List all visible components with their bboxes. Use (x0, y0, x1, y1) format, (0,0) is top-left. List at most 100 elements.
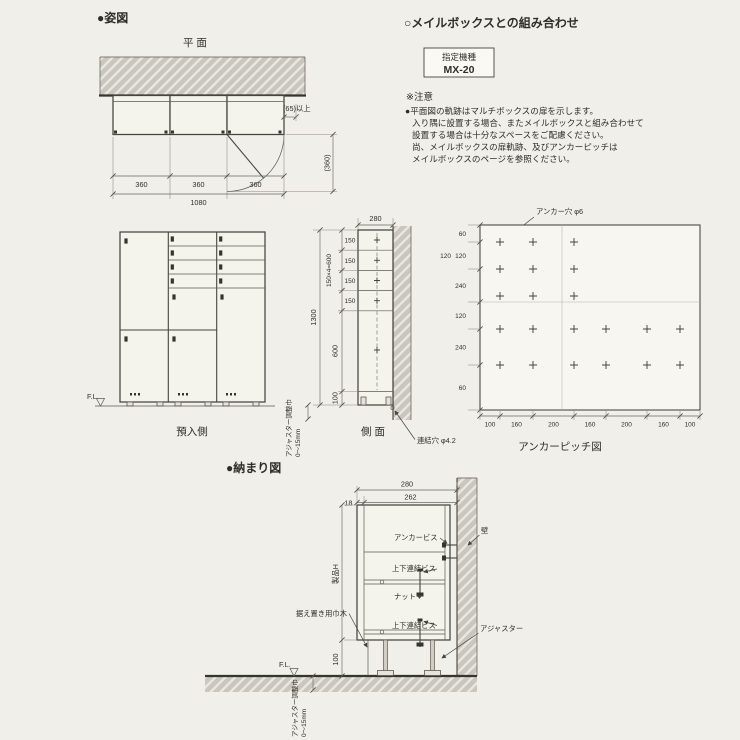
detail-front-dim: 18 (344, 499, 352, 508)
detail-depth-dim: 280 (401, 480, 413, 489)
plan-dim-360-2: 360 (192, 180, 204, 189)
plan-extension-lines (112, 137, 285, 199)
plan-unit-2 (169, 94, 228, 136)
note-line: 設置する場合は十分なスペースをご配慮ください。 (412, 129, 609, 140)
mailbox-rows (168, 245, 265, 289)
adjuster-foot (377, 670, 394, 676)
anchor-bottom-dim: 200 (548, 422, 559, 429)
anchor-left-dim: 60 (459, 231, 467, 238)
plan-wall-hatch (100, 57, 305, 95)
plan-dim-1080: 1080 (190, 198, 206, 207)
adjuster-rod (383, 639, 388, 672)
anchor-screw-label: アンカービス (394, 533, 438, 542)
detail-inner-dim: 262 (404, 493, 416, 502)
anchor-bottom-dim: 160 (658, 422, 669, 429)
side-height-dim: 1300 (309, 309, 318, 325)
detail-adjuster-label-2: 0〜15mm (301, 709, 308, 737)
side-row-dim: 150 (345, 278, 356, 285)
side-rows-note: 150×4=600 (326, 254, 333, 287)
plan-door-swing-dim: (360) (323, 154, 332, 171)
connection-hole-label: 連結穴 φ4.2 (417, 436, 456, 445)
detail-wall-hatch (457, 478, 477, 676)
installation-detail: ●納まり図 (205, 460, 523, 737)
side-row-dim: 150 (345, 298, 356, 305)
anchor-caption: アンカーピッチ図 (518, 441, 602, 453)
elevation-fl-label: F.L. (87, 392, 99, 401)
anchor-bottom-dim: 200 (621, 422, 632, 429)
side-adjuster-label-2: 0〜15mm (295, 429, 302, 457)
base-skirt-label: 据え置き用巾木 (296, 609, 348, 618)
side-row-dim: 150 (345, 238, 356, 245)
door-open-line (226, 134, 265, 179)
elevation-caption: 預入側 (176, 425, 208, 438)
side-extension-lines (313, 229, 357, 406)
anchor-bottom-dim: 160 (511, 422, 522, 429)
anchor-screws (442, 542, 457, 561)
notes-title: ※注意 (406, 91, 433, 103)
elevation-cabinet (119, 231, 266, 403)
side-adjuster-label-1: アジャスター調整巾 (284, 399, 293, 457)
nut-label: ナット (394, 592, 416, 601)
model-spec-box: 指定機種 MX-20 (423, 47, 495, 78)
plan-unit-3 (226, 94, 285, 136)
anchor-left-dim: 120 (455, 253, 466, 260)
detail-fl-label: F.L. (279, 660, 291, 669)
nut-icon (416, 592, 424, 597)
anchor-bottom-ext (479, 410, 701, 420)
note-line: 尚、メイルボックスの扉軌跡、及びアンカーピッチは (412, 141, 618, 152)
plan-unit-1 (112, 94, 171, 136)
detail-floor-hatch (205, 676, 477, 692)
side-wall-hatch (393, 226, 411, 420)
note-line: メイルボックスのページを参照ください。 (412, 153, 575, 164)
anchor-bottom-dim: 100 (685, 422, 696, 429)
adjuster-foot (424, 670, 441, 676)
side-cabinet-section (357, 229, 394, 406)
detail-product-h-dim: 製品H (331, 564, 340, 584)
anchor-hole-label: アンカー穴 φ6 (536, 207, 583, 216)
fl-triangle-icon (95, 398, 106, 407)
side-lower-dim: 600 (331, 345, 340, 357)
joint-bolt-bottom (416, 618, 424, 647)
detail-base-h-dim: 100 (331, 653, 340, 665)
anchor-left-ext (468, 224, 480, 411)
fl-triangle-icon (289, 668, 299, 677)
side-shelf-lines (358, 249, 393, 392)
plan-view: (65)以上 (360) 360 360 360 1080 (99, 56, 337, 207)
wall-label: 壁 (481, 526, 488, 535)
anchor-bottom-dim: 100 (485, 422, 496, 429)
appearance-title: ●姿図 (97, 10, 128, 25)
notes-block: ※注意 ●平面図の軌跡はマルチボックスの扉を示します。 入り隅に設置する場合、ま… (405, 91, 644, 164)
front-elevation: F.L. 預入側 (87, 231, 275, 438)
detail-title: ●納まり図 (226, 460, 281, 475)
joint-screw-top-label: 上下連結ビス (392, 564, 436, 573)
anchor-left-dim: 240 (455, 283, 466, 290)
detail-cabinet-section (356, 504, 451, 641)
door-swing-arc (226, 134, 285, 192)
plan-clearance-label: (65)以上 (283, 104, 311, 113)
side-caption: 側 面 (361, 425, 385, 438)
combination-title: ○メイルボックスとの組み合わせ (404, 15, 579, 30)
anchor-bottom-dim: 160 (585, 422, 596, 429)
joint-bolt-top (416, 568, 424, 597)
side-depth-dim: 280 (369, 214, 381, 223)
detail-adjuster-label-1: アジャスター調整巾 (290, 679, 299, 737)
model-label: 指定機種 (442, 52, 477, 62)
adjuster-rod (430, 639, 435, 672)
anchor-left-dim: 60 (459, 385, 467, 392)
anchor-panel (479, 224, 701, 411)
side-row-dim: 150 (345, 258, 356, 265)
joint-screw-bottom-label: 上下連結ビス (392, 621, 436, 630)
model-value: MX-20 (444, 64, 475, 76)
anchor-left-dim: 120 (455, 313, 466, 320)
anchor-left-dim-extra: 120 (440, 253, 451, 260)
plan-dim-360-1: 360 (135, 180, 147, 189)
plan-dim-360-3: 360 (249, 180, 261, 189)
note-line: ●平面図の軌跡はマルチボックスの扉を示します。 (405, 105, 598, 116)
anchor-left-dim: 240 (455, 345, 466, 352)
side-view: 280 1300 150×4 (284, 214, 456, 457)
plan-hinges (114, 130, 282, 134)
side-base-dim: 100 (331, 392, 340, 404)
adjuster-label: アジャスター (480, 624, 523, 633)
